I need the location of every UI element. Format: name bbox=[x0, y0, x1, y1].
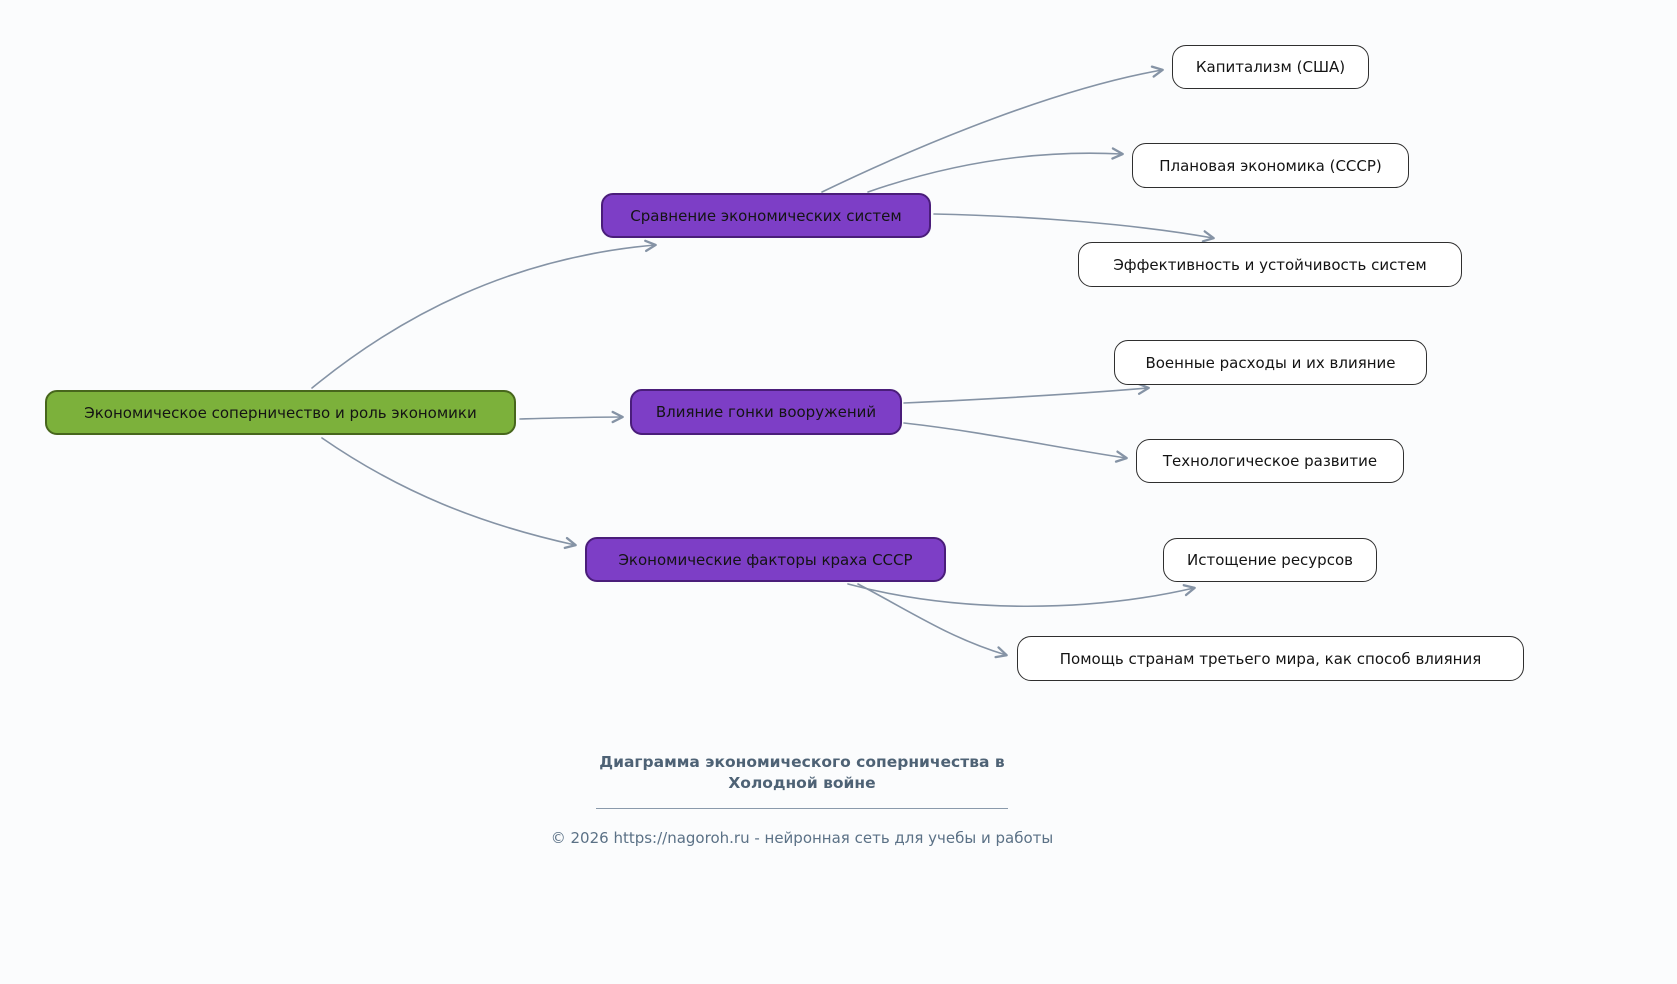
leaf-node-label: Военные расходы и их влияние bbox=[1145, 353, 1396, 372]
diagram-title: Диаграмма экономического соперничества в… bbox=[599, 753, 1005, 792]
leaf-node-tech-development: Технологическое развитие bbox=[1136, 439, 1404, 483]
diagram-footer: Диаграмма экономического соперничества в… bbox=[502, 752, 1102, 847]
edge-branch3-to-leaf-resource-depletion bbox=[847, 583, 1196, 608]
root-node-label: Экономическое соперничество и роль эконо… bbox=[84, 403, 477, 422]
leaf-node-systems-efficiency: Эффективность и устойчивость систем bbox=[1078, 242, 1462, 287]
branch-node-arms-race: Влияние гонки вооружений bbox=[630, 389, 902, 435]
edge-root-to-branch-ussr-collapse bbox=[321, 437, 577, 550]
leaf-node-third-world-aid: Помощь странам третьего мира, как способ… bbox=[1017, 636, 1524, 681]
branch-node-label: Влияние гонки вооружений bbox=[655, 403, 877, 421]
edge-branch1-to-leaf-efficiency bbox=[933, 213, 1215, 243]
edge-branch1-to-leaf-planned-economy bbox=[867, 147, 1124, 193]
edge-root-to-branch-systems-comparison bbox=[311, 239, 657, 389]
leaf-node-capitalism-usa: Капитализм (США) bbox=[1172, 45, 1369, 89]
edge-branch1-to-leaf-capitalism bbox=[821, 65, 1164, 193]
leaf-node-label: Истощение ресурсов bbox=[1187, 551, 1353, 569]
copyright-text: © 2026 https://nagoroh.ru - нейронная се… bbox=[550, 828, 1054, 847]
footer-divider bbox=[596, 807, 1008, 809]
leaf-node-label: Технологическое развитие bbox=[1162, 452, 1378, 470]
leaf-node-military-spending: Военные расходы и их влияние bbox=[1114, 340, 1427, 385]
leaf-node-planned-economy-ussr: Плановая экономика (СССР) bbox=[1132, 143, 1409, 188]
leaf-node-resource-depletion: Истощение ресурсов bbox=[1163, 538, 1377, 582]
edge-branch2-to-leaf-military-spending bbox=[903, 382, 1150, 404]
branch-node-label: Экономические факторы краха СССР bbox=[618, 550, 913, 569]
branch-node-ussr-collapse-factors: Экономические факторы краха СССР bbox=[585, 537, 946, 582]
leaf-node-label: Эффективность и устойчивость систем bbox=[1113, 255, 1427, 274]
edge-branch2-to-leaf-tech-development bbox=[903, 422, 1128, 463]
leaf-node-label: Плановая экономика (СССР) bbox=[1159, 156, 1382, 175]
branch-node-label: Сравнение экономических систем bbox=[630, 206, 902, 225]
edge-root-to-branch-arms-race bbox=[519, 410, 624, 424]
leaf-node-label: Капитализм (США) bbox=[1195, 58, 1346, 76]
leaf-node-label: Помощь странам третьего мира, как способ… bbox=[1059, 649, 1482, 668]
root-node-economic-rivalry: Экономическое соперничество и роль эконо… bbox=[45, 390, 516, 435]
branch-node-systems-comparison: Сравнение экономических систем bbox=[601, 193, 931, 238]
edge-branch3-to-leaf-third-world-aid bbox=[857, 583, 1008, 659]
